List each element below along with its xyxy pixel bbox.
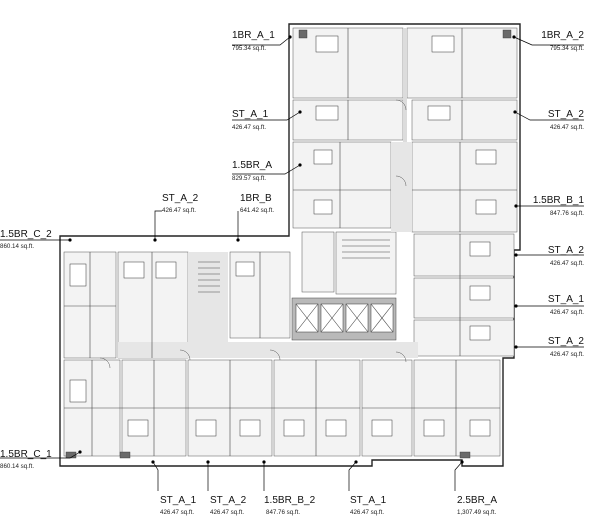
unit-name: ST_A_2 — [548, 336, 585, 347]
unit-name: 1.5BR_C_2 — [0, 229, 52, 240]
unit-name: 1.5BR_A — [232, 160, 272, 171]
unit-name: ST_A_2 — [548, 109, 585, 120]
unit-area: 426.47 sq.ft. — [160, 509, 194, 516]
unit-label-1-5br-b-2: 1.5BR_B_2 847.76 sq.ft. — [264, 495, 316, 516]
unit-label-st-a-1-east: ST_A_1 426.47 sq.ft. — [548, 294, 585, 316]
unit-label-1-5br-b-1: 1.5BR_B_1 847.76 sq.ft. — [533, 195, 585, 217]
unit-name: ST_A_2 — [210, 495, 247, 506]
unit-name: ST_A_1 — [548, 294, 585, 305]
unit-label-st-a-2-east-low: ST_A_2 426.47 sq.ft. — [548, 336, 585, 358]
building-footprint — [59, 23, 521, 467]
unit-area: 426.47 sq.ft. — [550, 124, 584, 131]
unit-name: 1BR_A_2 — [541, 30, 584, 41]
unit-name: ST_A_2 — [548, 245, 585, 256]
unit-label-st-a-2-upper-right: ST_A_2 426.47 sq.ft. — [548, 109, 585, 131]
unit-label-st-a-1-bottom-a: ST_A_1 426.47 sq.ft. — [160, 495, 197, 516]
unit-label-st-a-2-bottom: ST_A_2 426.47 sq.ft. — [210, 495, 247, 516]
unit-area: 426.47 sq.ft. — [232, 124, 266, 131]
unit-label-1-5br-c-1: 1.5BR_C_1 860.14 sq.ft. — [0, 449, 52, 470]
unit-area: 847.76 sq.ft. — [266, 509, 300, 516]
unit-label-2-5br-a: 2.5BR_A 1,307.49 sq.ft. — [457, 495, 497, 516]
unit-label-1br-a-1: 1BR_A_1 795.34 sq.ft. — [232, 30, 275, 52]
unit-name: 1.5BR_C_1 — [0, 449, 52, 460]
furniture — [65, 29, 512, 459]
unit-label-1-5br-a: 1.5BR_A 829.57 sq.ft. — [232, 160, 272, 182]
unit-name: 1BR_B — [240, 193, 272, 204]
unit-area: 426.47 sq.ft. — [162, 207, 196, 214]
unit-name: 1BR_A_1 — [232, 30, 275, 41]
unit-area: 795.34 sq.ft. — [550, 45, 584, 52]
unit-label-st-a-1-bottom-b: ST_A_1 426.47 sq.ft. — [350, 495, 387, 516]
unit-name: ST_A_1 — [160, 495, 197, 506]
unit-area: 829.57 sq.ft. — [232, 175, 266, 182]
unit-area: 426.47 sq.ft. — [210, 509, 244, 516]
stair-core — [198, 239, 390, 293]
unit-name: ST_A_1 — [350, 495, 387, 506]
unit-name: 1.5BR_B_1 — [533, 195, 585, 206]
unit-name: ST_A_2 — [162, 193, 199, 204]
unit-area: 860.14 sq.ft. — [0, 463, 34, 470]
unit-label-st-a-2-west: ST_A_2 426.47 sq.ft. — [162, 193, 199, 214]
leader-lines — [0, 35, 584, 491]
unit-label-1br-b: 1BR_B 641.42 sq.ft. — [240, 193, 274, 214]
unit-area: 426.47 sq.ft. — [350, 509, 384, 516]
unit-area: 795.34 sq.ft. — [232, 45, 266, 52]
unit-area: 847.76 sq.ft. — [550, 210, 584, 217]
unit-label-1br-a-2: 1BR_A_2 795.34 sq.ft. — [541, 30, 584, 52]
unit-label-st-a-2-east-mid: ST_A_2 426.47 sq.ft. — [548, 245, 585, 267]
unit-name: ST_A_1 — [232, 109, 269, 120]
unit-label-1-5br-c-2: 1.5BR_C_2 860.14 sq.ft. — [0, 229, 52, 250]
unit-area: 426.47 sq.ft. — [550, 351, 584, 358]
unit-name: 1.5BR_B_2 — [264, 495, 316, 506]
unit-name: 2.5BR_A — [457, 495, 497, 506]
unit-area: 641.42 sq.ft. — [240, 207, 274, 214]
unit-area: 860.14 sq.ft. — [0, 243, 34, 250]
interior-partitions — [64, 28, 517, 456]
unit-label-st-a-1-upper-left: ST_A_1 426.47 sq.ft. — [232, 109, 269, 131]
unit-area: 426.47 sq.ft. — [550, 309, 584, 316]
unit-area: 426.47 sq.ft. — [550, 260, 584, 267]
unit-area: 1,307.49 sq.ft. — [457, 509, 496, 516]
